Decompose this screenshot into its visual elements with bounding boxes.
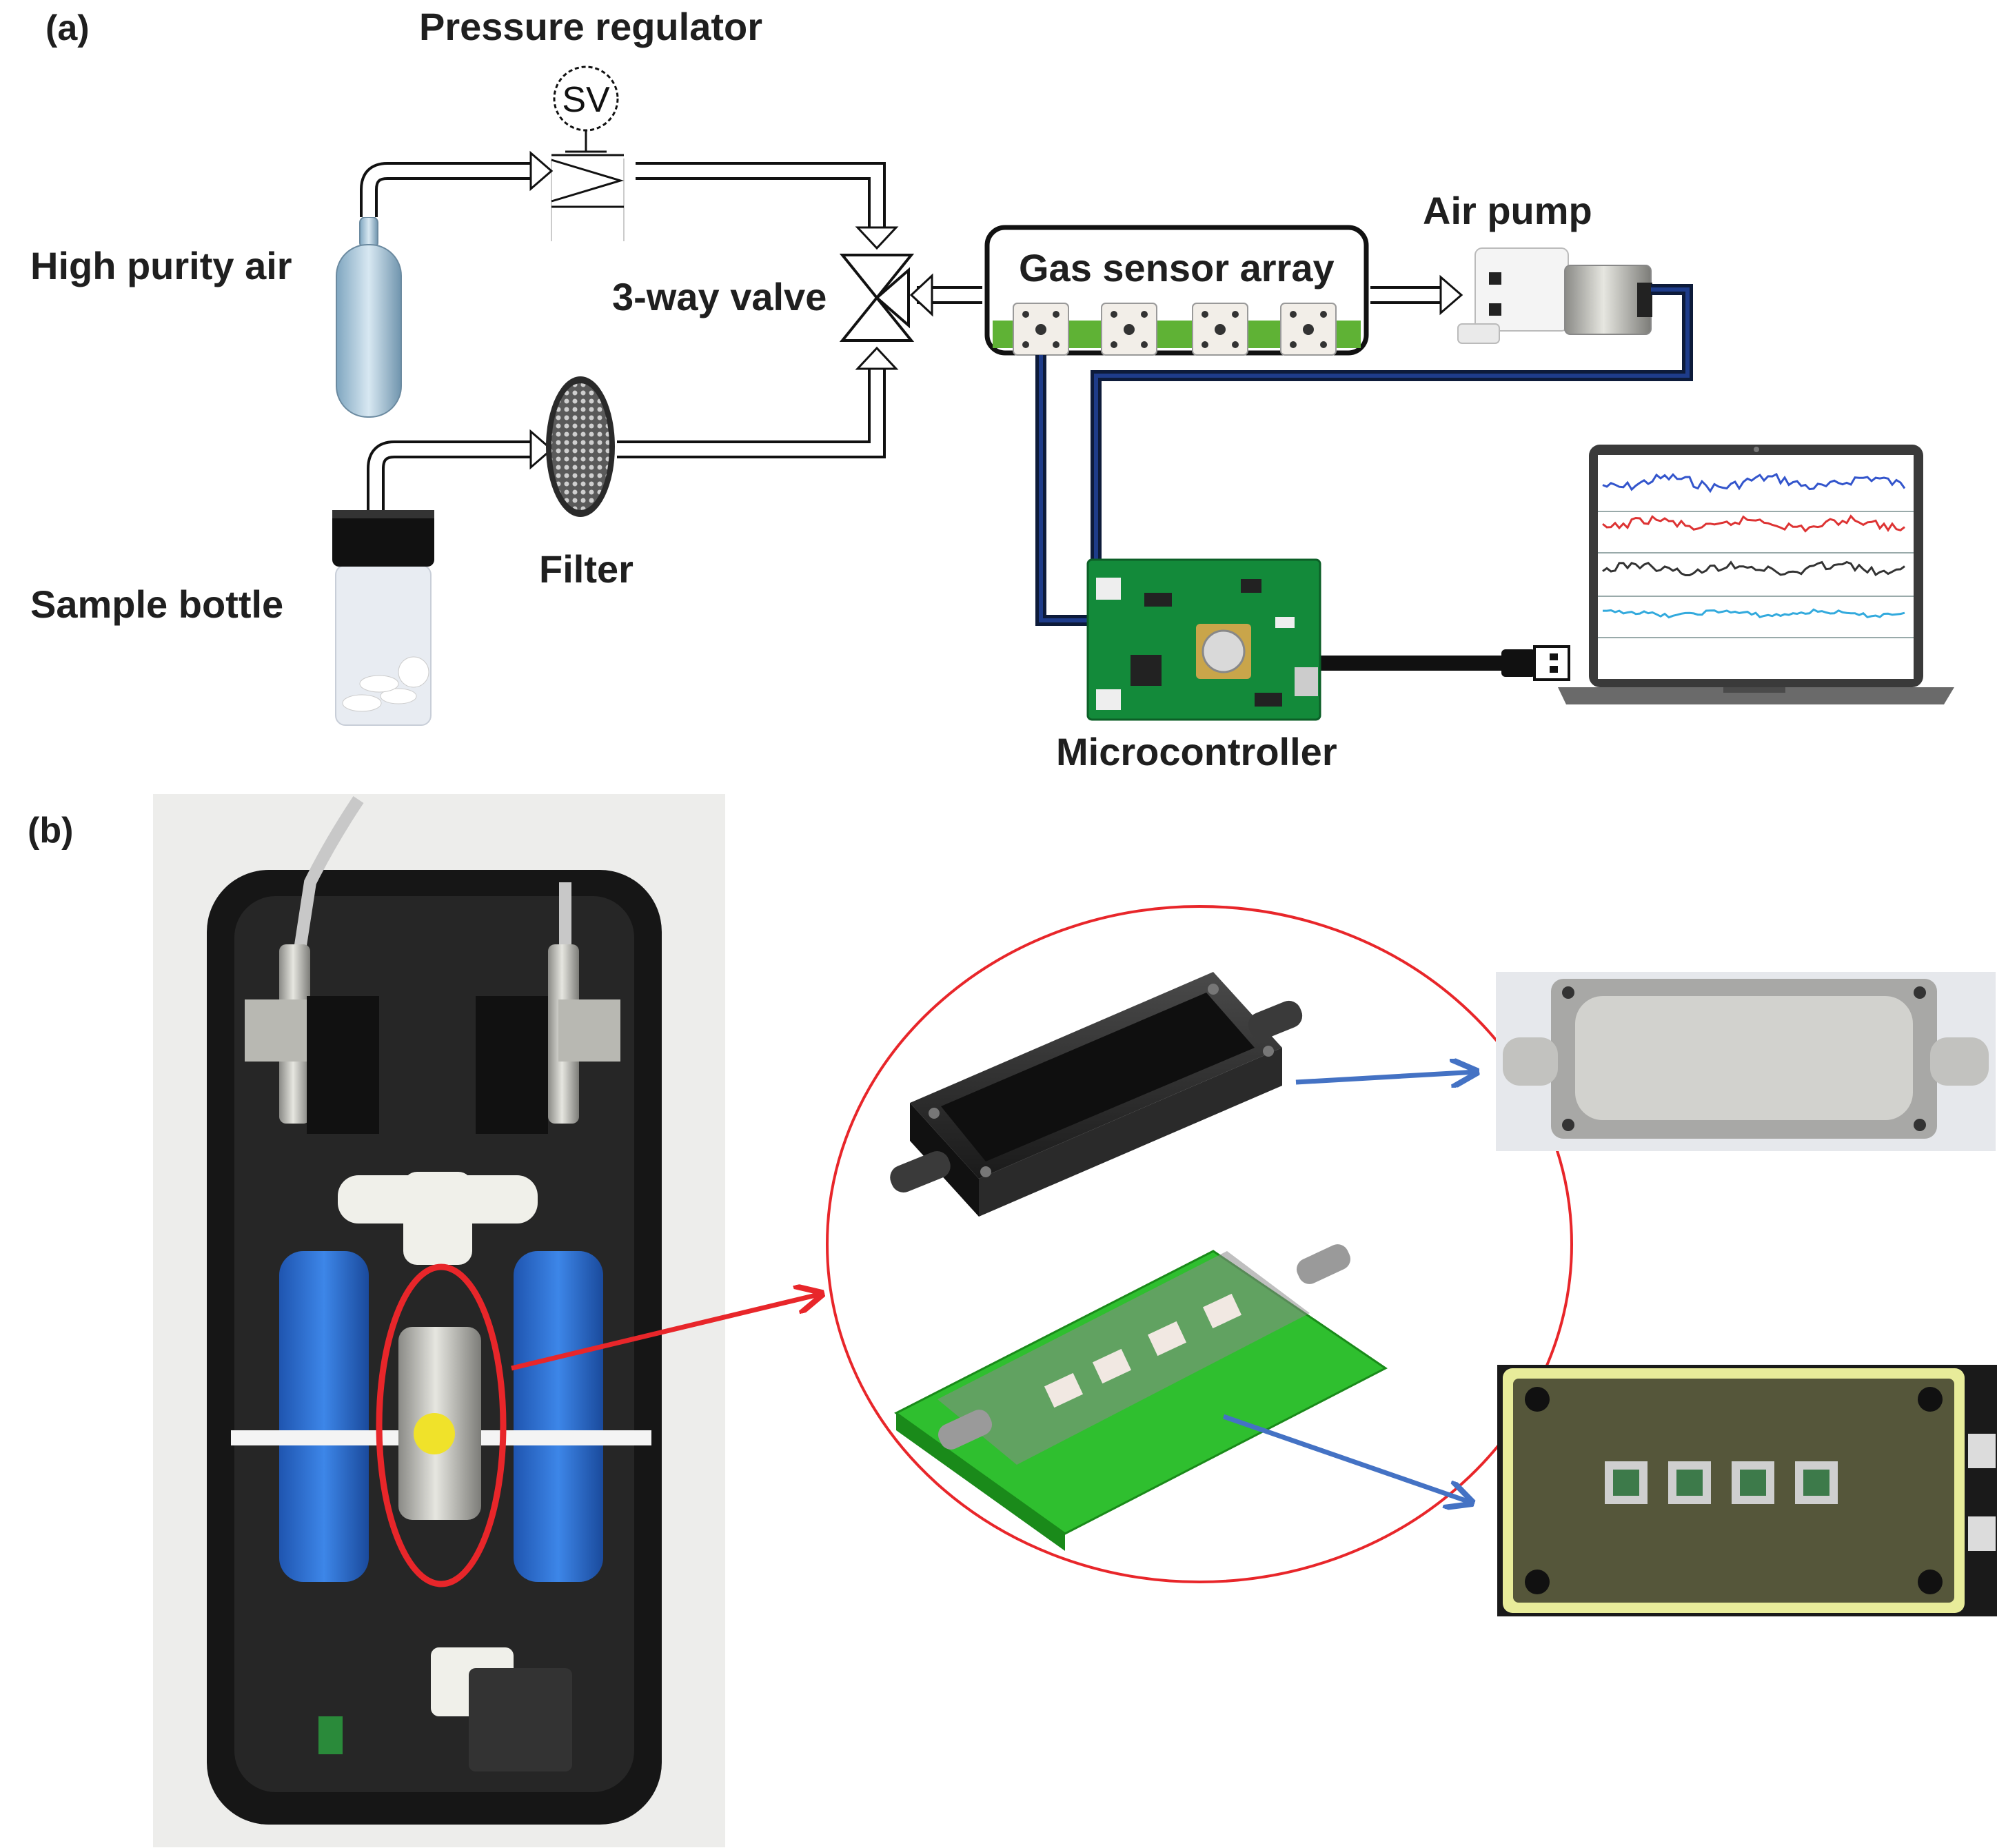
pcb-3d-model bbox=[894, 1244, 1388, 1551]
sensor-chip bbox=[1280, 303, 1337, 356]
laptop-icon bbox=[1558, 445, 1954, 704]
pressure-regulator-label: Pressure regulator bbox=[419, 5, 762, 48]
trace-line bbox=[1602, 472, 1906, 494]
chamber-3d-model bbox=[890, 972, 1303, 1217]
sample-bottle-icon bbox=[332, 510, 434, 726]
microcontroller-board bbox=[1086, 558, 1321, 721]
trace-line bbox=[1602, 514, 1905, 533]
pressure-regulator: SV bbox=[551, 65, 625, 241]
sensor-chip bbox=[1192, 303, 1248, 356]
gas-sensor-array-label: Gas sensor array bbox=[1019, 246, 1335, 290]
filter-icon bbox=[546, 376, 615, 517]
panel-b-tag: (b) bbox=[28, 811, 73, 851]
air-pump-label: Air pump bbox=[1423, 189, 1592, 232]
cables bbox=[1035, 284, 1693, 671]
chamber-highlight bbox=[376, 1263, 507, 1587]
monitor-traces bbox=[1598, 472, 1914, 638]
pointer-arrow-bottom bbox=[1222, 1414, 1472, 1503]
trace-line bbox=[1602, 560, 1905, 577]
panel-a-tag: (a) bbox=[45, 8, 90, 48]
trace-line bbox=[1603, 608, 1905, 619]
chamber-photo bbox=[1496, 972, 1996, 1151]
microcontroller-label: Microcontroller bbox=[1056, 730, 1337, 773]
usb-plug-icon bbox=[1501, 645, 1570, 681]
sv-label: SV bbox=[562, 80, 610, 120]
air-cylinder-icon bbox=[336, 216, 402, 418]
sensor-chip bbox=[1101, 303, 1157, 356]
high-purity-air-label: High purity air bbox=[30, 244, 292, 287]
sample-bottle-label: Sample bottle bbox=[30, 582, 283, 626]
filter-label: Filter bbox=[539, 547, 633, 591]
sensor-chip bbox=[1013, 303, 1069, 356]
pointer-arrow-top bbox=[1295, 1072, 1477, 1082]
three-way-valve-label: 3-way valve bbox=[612, 275, 827, 318]
device-photo bbox=[153, 794, 725, 1847]
zoom-arrow bbox=[511, 1294, 822, 1371]
pcb-photo bbox=[1497, 1365, 1997, 1616]
gas-sensor-array bbox=[984, 225, 1369, 356]
air-pump-icon bbox=[1457, 247, 1652, 344]
three-way-valve-icon bbox=[839, 254, 915, 342]
